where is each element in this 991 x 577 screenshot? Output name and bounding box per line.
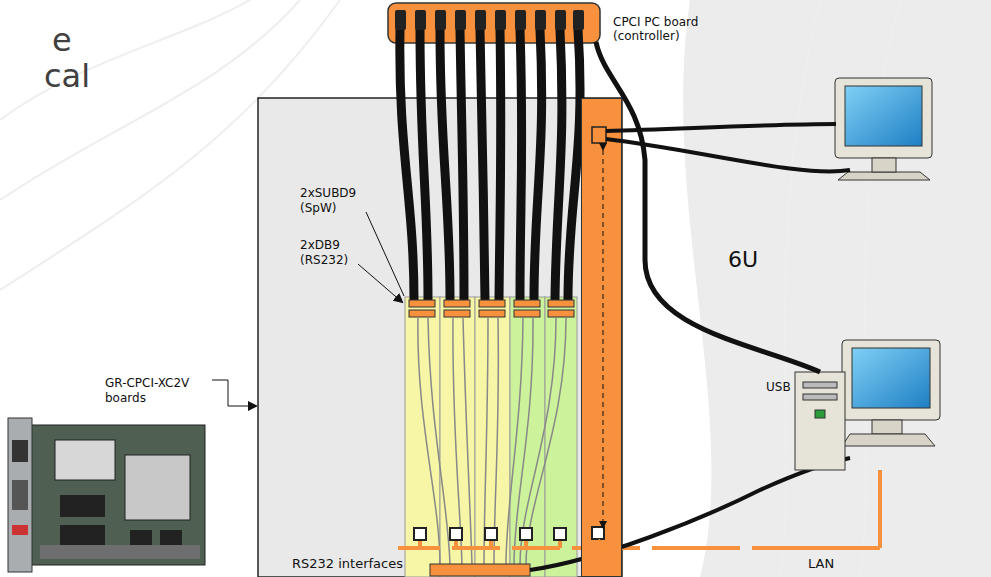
interface-label: USB: [766, 380, 791, 395]
computer: [795, 340, 940, 470]
board: [405, 297, 440, 577]
lan-line: [398, 470, 880, 548]
rs232-wires: [418, 318, 566, 565]
board-label: CPCI PC board (controller): [613, 15, 713, 44]
slide-swirl: [0, 0, 900, 577]
usb-cable: [596, 42, 820, 372]
slide-band: [683, 0, 991, 577]
height-label: 6U: [728, 246, 758, 274]
board-ports: [414, 528, 566, 540]
board-connectors: [409, 300, 574, 317]
board: [440, 297, 475, 577]
rs232-bar: [430, 564, 530, 576]
controller-board: CPCI PC board (controller): [581, 98, 622, 577]
rs232-cable: [530, 458, 850, 570]
leader-lines: [212, 212, 404, 406]
monitor-cables: [606, 124, 850, 171]
board: [475, 297, 510, 577]
interface-label: RS232 interfaces: [292, 556, 403, 572]
network-label: LAN: [808, 556, 834, 572]
connector-label: 2xDB9 (RS232): [300, 238, 358, 268]
spw-cables: [400, 30, 580, 300]
board-photo: [8, 418, 205, 572]
board: [510, 297, 545, 577]
slide-text: e: [52, 20, 72, 60]
board-callout: GR-CPCI-XC2V boards: [105, 376, 205, 406]
slide-text: cal: [44, 56, 90, 96]
connector-label: 2xSUBD9 (SpW): [300, 186, 362, 216]
chassis: [258, 98, 622, 577]
board: [545, 297, 577, 577]
hub-connectors: [395, 10, 584, 30]
monitor: [835, 78, 932, 180]
